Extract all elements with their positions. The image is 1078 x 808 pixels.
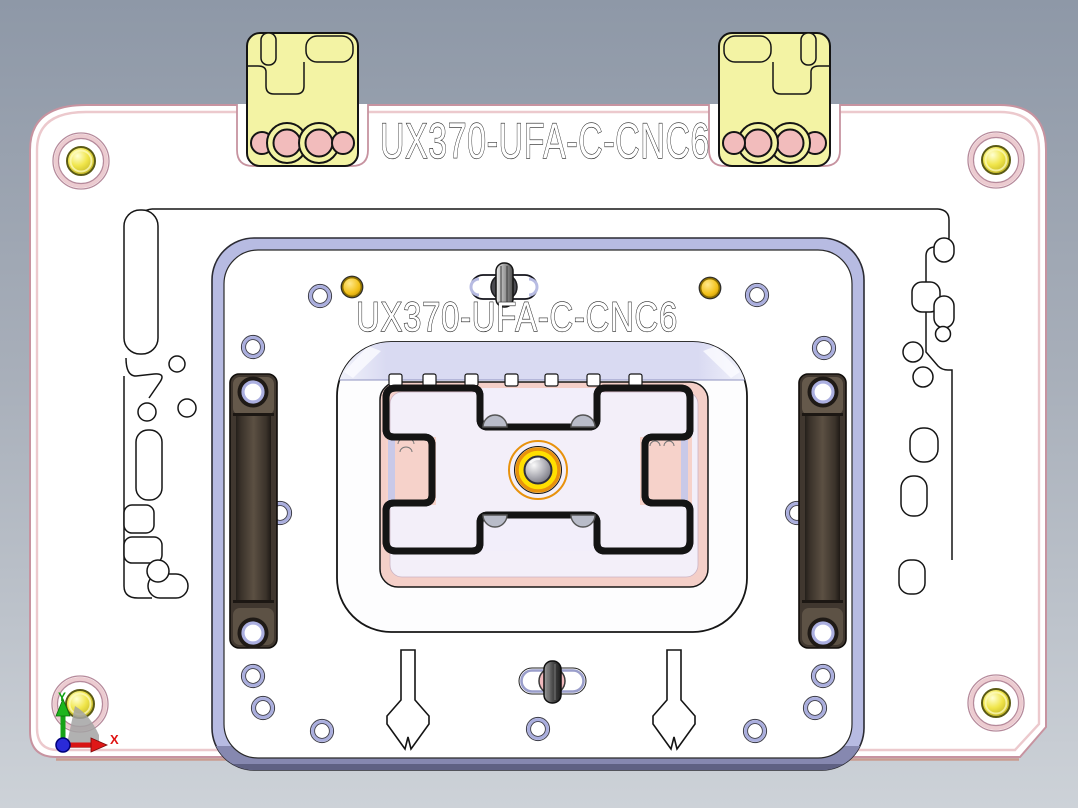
- direction-arrows: [386, 649, 696, 751]
- dowel-hole: [239, 333, 267, 361]
- x-axis-label: X: [110, 732, 119, 747]
- engraved-title-top: UX370-UFA-C-CNC6: [380, 113, 710, 169]
- clamp-bar-left[interactable]: [229, 373, 278, 649]
- corner-washer-bottom-left[interactable]: [51, 675, 109, 733]
- dowel-hole: [239, 662, 267, 690]
- clamp-bar-right[interactable]: [798, 373, 847, 649]
- clip-hole: [775, 128, 805, 158]
- clip-hole: [272, 128, 302, 158]
- corner-washer-top-right[interactable]: [967, 131, 1025, 189]
- arrow-down-right: [652, 649, 696, 751]
- guide-pin-top[interactable]: [469, 262, 539, 308]
- dowel-hole: [524, 715, 552, 743]
- dowel-hole: [308, 717, 336, 745]
- workpiece[interactable]: [382, 384, 694, 555]
- carrier-plate-chamfer-line: [35, 110, 1041, 752]
- retainer-clip-left[interactable]: [246, 32, 359, 167]
- clip-hole: [743, 128, 773, 158]
- nest-edge-tabs: [388, 373, 643, 387]
- corner-washer-bottom-right[interactable]: [967, 674, 1025, 732]
- nest-cavity[interactable]: [379, 381, 709, 588]
- pocket-chamfer-band: [337, 342, 747, 380]
- machining-contour-right: [898, 208, 955, 595]
- locator-half-pins: [482, 414, 596, 528]
- dowel-hole: [249, 694, 277, 722]
- machining-contour-left: [123, 208, 938, 599]
- arrow-down-left: [386, 649, 430, 751]
- dowel-hole: [809, 662, 837, 690]
- dowel-hole: [306, 282, 334, 310]
- clip-slot: [800, 32, 817, 66]
- retainer-clip-right[interactable]: [718, 32, 831, 167]
- dowel-hole: [741, 717, 769, 745]
- clip-hole: [722, 131, 746, 155]
- clip-pocket: [723, 35, 772, 63]
- dowel-hole: [801, 694, 829, 722]
- guide-pin-bottom[interactable]: [518, 660, 587, 704]
- clip-slot: [260, 32, 277, 66]
- clip-pocket: [305, 35, 354, 63]
- dowel-hole: [810, 334, 838, 362]
- corner-washer-top-left[interactable]: [52, 132, 110, 190]
- y-axis-label: Y: [58, 690, 66, 704]
- corner-washers: [51, 131, 1025, 733]
- axis-triad[interactable]: Y X: [55, 690, 119, 753]
- clip-hole: [331, 131, 355, 155]
- gold-pin: [697, 275, 723, 301]
- clip-hole: [304, 128, 334, 158]
- center-screw[interactable]: [508, 440, 568, 500]
- engraved-title-inner: UX370-UFA-C-CNC6: [356, 293, 678, 340]
- dowel-hole: [743, 281, 771, 309]
- z-axis-ball: [55, 737, 71, 753]
